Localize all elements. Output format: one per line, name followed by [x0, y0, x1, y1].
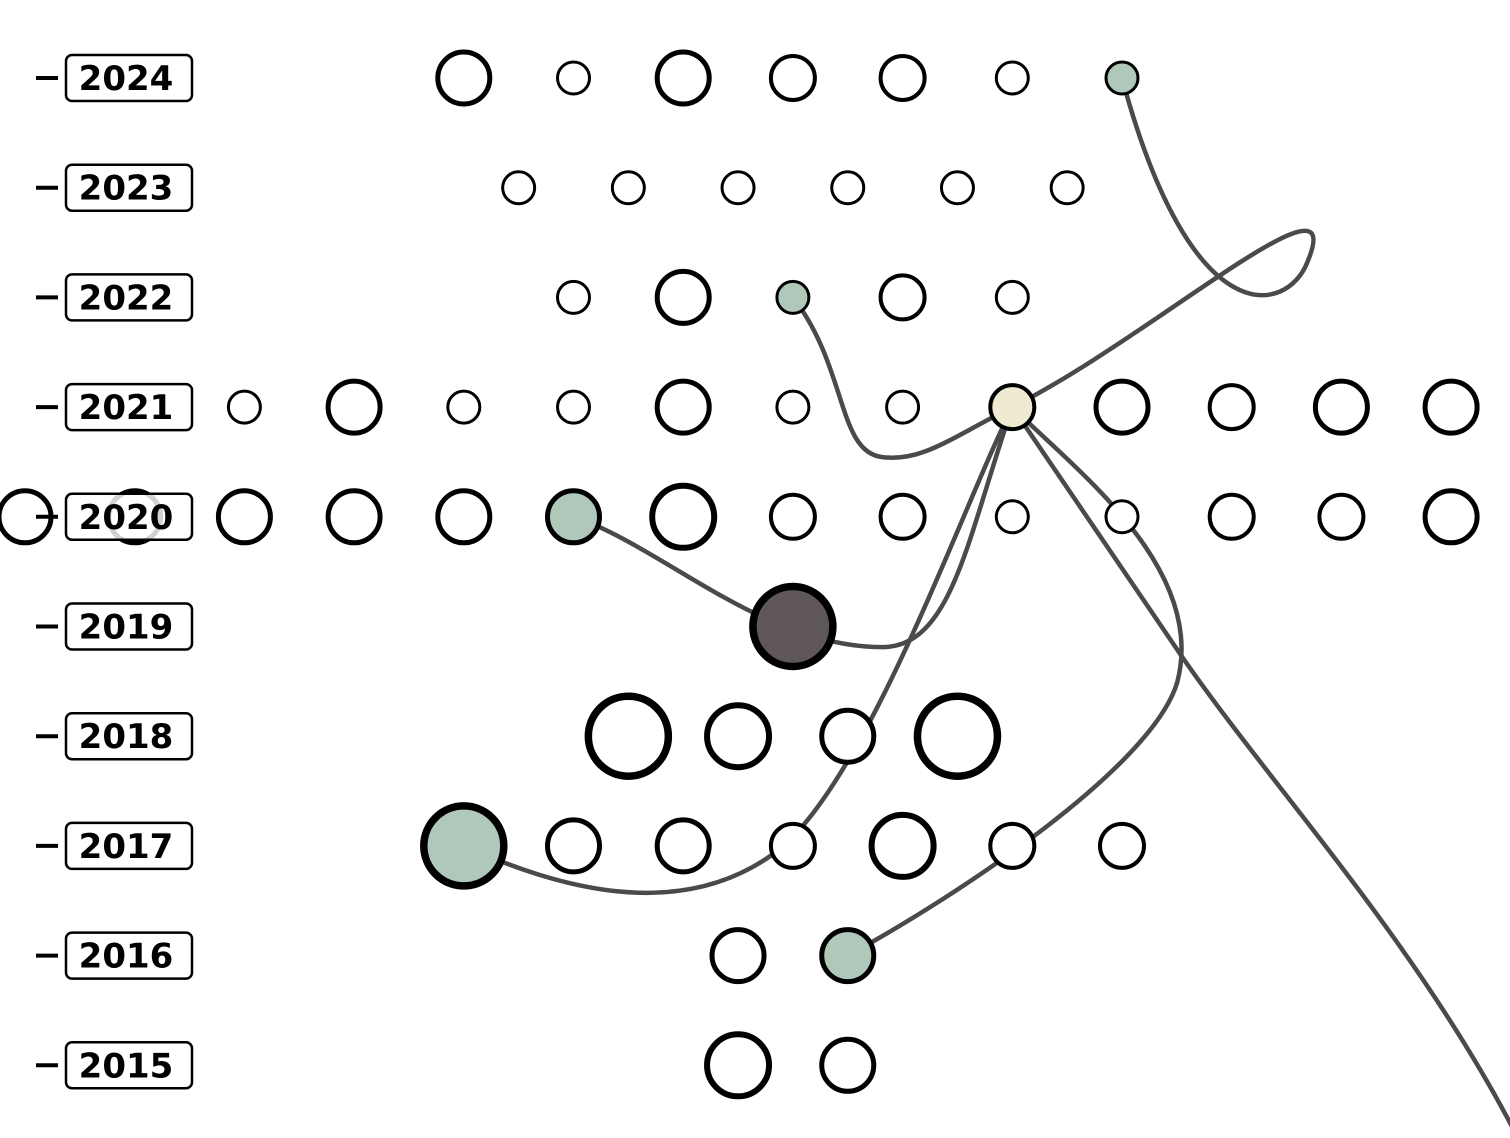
paper-node[interactable]	[1093, 378, 1151, 436]
year-label-box	[64, 382, 194, 432]
paper-node[interactable]	[649, 482, 718, 551]
paper-node[interactable]	[878, 273, 927, 322]
paper-node[interactable]	[556, 279, 591, 315]
paper-node[interactable]	[720, 170, 756, 206]
paper-node[interactable]	[878, 54, 927, 102]
year-label: 2023	[36, 163, 194, 212]
paper-node[interactable]	[1312, 378, 1370, 436]
paper-node[interactable]	[501, 170, 537, 206]
paper-node[interactable]	[939, 170, 975, 206]
year-label: 2017	[36, 821, 194, 871]
citation-edge	[571, 404, 1015, 650]
year-label-text: 2022	[79, 278, 174, 318]
year-label: 2022	[36, 273, 194, 322]
paper-node[interactable]	[325, 488, 383, 546]
paper-node[interactable]	[446, 389, 482, 425]
paper-node[interactable]	[610, 170, 646, 206]
year-label-box	[64, 53, 194, 103]
year-label-text: 2021	[79, 388, 174, 428]
paper-node[interactable]	[1317, 492, 1366, 541]
paper-node[interactable]	[830, 170, 866, 206]
paper-node[interactable]	[768, 492, 817, 541]
focus-paper-node[interactable]	[988, 383, 1037, 432]
paper-node[interactable]	[545, 488, 602, 546]
year-label-box	[64, 931, 194, 980]
paper-node[interactable]	[768, 821, 817, 870]
paper-node[interactable]	[226, 389, 262, 425]
year-label-text: 2023	[79, 169, 174, 209]
paper-node[interactable]	[1207, 492, 1256, 541]
paper-node[interactable]	[1422, 378, 1480, 436]
paper-node[interactable]	[994, 499, 1030, 535]
paper-node[interactable]	[1098, 821, 1146, 870]
paper-node[interactable]	[654, 49, 712, 107]
year-label-text: 2018	[79, 717, 174, 757]
paper-node[interactable]	[1104, 60, 1140, 96]
paper-node[interactable]	[654, 268, 712, 326]
year-label-box	[64, 492, 194, 542]
paper-node[interactable]	[1422, 488, 1480, 546]
paper-node[interactable]	[868, 811, 937, 880]
paper-node[interactable]	[545, 817, 602, 875]
paper-node[interactable]	[1104, 499, 1140, 535]
paper-node[interactable]	[1049, 170, 1085, 206]
year-label-box	[64, 163, 194, 212]
paper-node[interactable]	[749, 582, 837, 671]
paper-node[interactable]	[654, 817, 712, 875]
year-label-text: 2015	[79, 1046, 174, 1086]
paper-node[interactable]	[709, 927, 767, 985]
paper-node[interactable]	[556, 60, 591, 96]
year-label-box	[64, 602, 194, 651]
paper-node[interactable]	[878, 492, 927, 541]
paper-node[interactable]	[1207, 383, 1256, 432]
paper-node[interactable]	[704, 702, 773, 771]
paper-node[interactable]	[775, 389, 811, 425]
paper-node[interactable]	[435, 49, 493, 107]
year-label: 2018	[36, 711, 194, 761]
paper-node[interactable]	[819, 927, 877, 985]
year-label: 2020	[36, 492, 194, 542]
year-label: 2015	[36, 1041, 194, 1090]
year-label-box	[64, 711, 194, 761]
year-label: 2024	[36, 53, 194, 103]
paper-node[interactable]	[435, 488, 493, 546]
year-label-box	[64, 821, 194, 871]
citation-edge	[1010, 75, 1316, 410]
year-label-text: 2020	[79, 498, 174, 538]
year-label-text: 2017	[79, 827, 174, 867]
citation-edge	[845, 404, 1184, 958]
paper-node[interactable]	[215, 488, 273, 546]
year-label-box	[64, 273, 194, 322]
citation-edge	[790, 295, 1015, 460]
paper-node[interactable]	[885, 389, 921, 425]
paper-node[interactable]	[819, 707, 877, 765]
paper-node[interactable]	[994, 279, 1030, 315]
year-label: 2021	[36, 382, 194, 432]
paper-node[interactable]	[819, 1036, 877, 1094]
paper-node[interactable]	[325, 378, 383, 436]
paper-node[interactable]	[654, 378, 712, 436]
year-label-box	[64, 1041, 194, 1090]
year-label-text: 2019	[79, 608, 174, 648]
paper-node[interactable]	[556, 389, 591, 425]
paper-node[interactable]	[775, 279, 811, 315]
paper-node[interactable]	[988, 821, 1037, 870]
paper-node[interactable]	[584, 692, 673, 780]
year-label: 2019	[36, 602, 194, 651]
paper-node[interactable]	[994, 60, 1030, 96]
paper-node[interactable]	[768, 54, 817, 102]
citation-edge	[1010, 404, 1510, 1128]
paper-node[interactable]	[704, 1031, 773, 1100]
year-label-text: 2016	[79, 937, 174, 977]
year-label: 2016	[36, 931, 194, 980]
year-axis: 2024 2023 2022 2021 2020 2019 2018 2017 2016 2015	[36, 53, 194, 1090]
paper-node[interactable]	[913, 692, 1002, 780]
paper-node[interactable]	[420, 802, 508, 890]
year-label-text: 2024	[79, 59, 174, 99]
